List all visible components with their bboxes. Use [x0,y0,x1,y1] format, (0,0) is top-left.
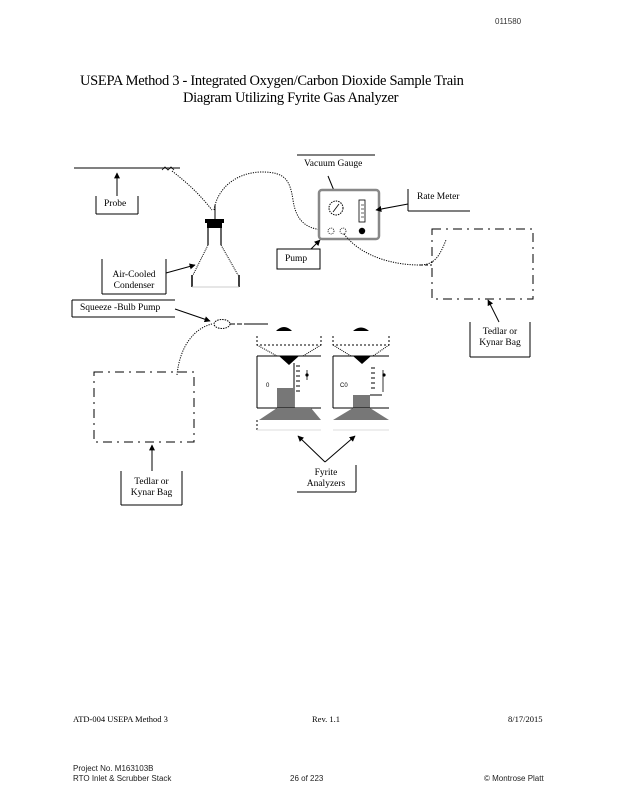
analyzers-label-line1: Fyrite [314,468,338,478]
pump-label: Pump [285,254,308,264]
condenser-label-box [101,259,196,295]
footer-project: Project No. M163103B RTO Inlet & Scrubbe… [73,764,171,784]
footer-revision: Rev. 1.1 [312,714,341,724]
right-bag-label-line1: Tedlar or [482,327,518,337]
pump-label-box [276,239,321,270]
condenser-label-line2: Condenser [113,281,155,291]
analyzers-label: Fyrite Analyzers [300,468,352,490]
tedlar-bag-left [93,371,195,443]
condenser-label-line1: Air-Cooled [112,270,156,280]
probe-label: Probe [104,199,127,209]
tedlar-bag-right [431,228,534,300]
analyzer-co2-mark: C0 [340,383,348,389]
left-bag-label-box [120,444,183,506]
left-bag-label-line1: Tedlar or [134,477,169,487]
page-title-line2: Diagram Utilizing Fyrite Gas Analyzer [183,90,399,106]
footer-company: © Montrose Platt [484,774,544,783]
squeeze-bulb-label: Squeeze -Bulb Pump [80,303,161,313]
fyrite-analyzer-co2 [332,327,390,431]
condenser-label: Air-Cooled Condenser [108,270,160,292]
left-bag-label-line2: Kynar Bag [130,488,173,498]
air-cooled-condenser [191,205,240,288]
squeeze-bulb [213,319,231,329]
sample-line-condenser-pump [213,171,323,231]
analyzer-o2-mark: 0 [266,383,270,389]
vacuum-gauge-label: Vacuum Gauge [304,159,363,169]
analyzers-label-box [297,435,357,493]
footer-project-no: Project No. M163103B [73,764,154,773]
probe-label-box [95,172,139,215]
probe [74,166,180,171]
pump-meter-console [317,188,381,241]
rate-meter-tube [358,199,366,223]
footer-page: 26 of 223 [290,774,324,783]
sample-line-pump-bag [343,233,447,266]
page-title-line1: USEPA Method 3 - Integrated Oxygen/Carbo… [80,73,464,89]
document-number: 011580 [495,17,522,26]
squeeze-bulb-label-box [71,299,211,323]
footer-doc-id: ATD-004 USEPA Method 3 [73,714,168,724]
vacuum-gauge-dial [328,200,344,216]
fyrite-analyzer-o2 [256,327,322,431]
rate-meter-label: Rate Meter [417,192,460,202]
right-bag-label: Tedlar or Kynar Bag [472,327,528,349]
rate-meter-label-box [375,189,470,212]
right-bag-label-box [469,299,531,358]
right-bag-label-line2: Kynar Bag [479,338,521,348]
footer-date: 8/17/2015 [508,714,543,724]
sample-line-probe [171,170,213,211]
footer-location: RTO Inlet & Scrubber Stack [73,774,172,783]
left-bag-label: Tedlar or Kynar Bag [123,477,180,499]
analyzers-label-line2: Analyzers [306,479,346,489]
